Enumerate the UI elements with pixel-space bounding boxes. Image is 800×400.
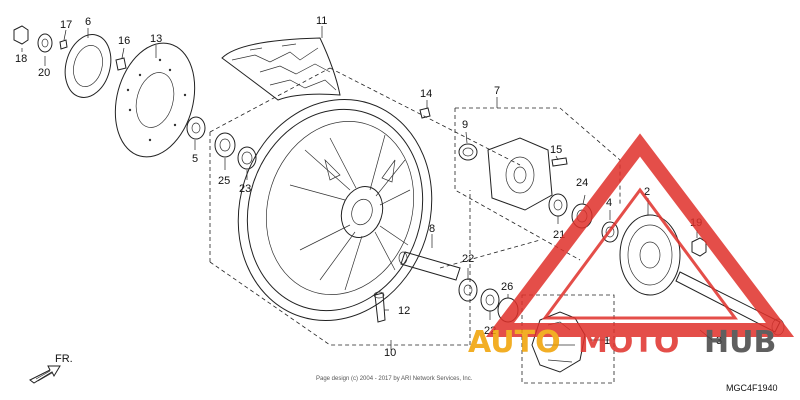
copyright-text: Page design (c) 2004 - 2017 by ARI Netwo…	[316, 376, 473, 382]
valve-12	[373, 291, 386, 323]
tire	[221, 37, 341, 101]
callout-5: 5	[192, 153, 198, 165]
callout-8: 8	[429, 223, 435, 235]
bearing-25	[214, 132, 236, 158]
callout-1: 1	[604, 335, 610, 347]
callout-22-upper: 22	[462, 253, 474, 265]
hub-assembly-boundary	[454, 107, 621, 261]
callout-15: 15	[550, 144, 562, 156]
pulser-ring	[64, 34, 112, 98]
callout-7: 7	[494, 85, 500, 97]
distance-collar-8	[398, 251, 461, 281]
callout-24: 24	[576, 177, 588, 189]
callout-2: 2	[644, 186, 650, 198]
callout-23: 23	[239, 183, 251, 195]
callout-12: 12	[398, 305, 410, 317]
callout-18: 18	[15, 53, 27, 65]
callout-20: 20	[38, 67, 50, 79]
collar-4	[601, 221, 619, 243]
callout-13: 13	[150, 33, 162, 45]
watermark-auto: AUTO	[468, 325, 561, 360]
front-direction-arrow-icon	[29, 365, 61, 384]
automotohub-watermark: AUTO MOTO HUB	[468, 133, 795, 360]
callout-4: 4	[606, 197, 612, 209]
diagram-code: MGC4F1940	[726, 383, 778, 393]
watermark-hub: HUB	[704, 325, 776, 360]
seal-23	[237, 146, 257, 170]
nut-18	[13, 25, 29, 45]
brake-disc	[114, 42, 196, 158]
watermark-moto: MOTO	[578, 325, 679, 360]
leader-lines	[21, 26, 713, 350]
callout-25: 25	[218, 175, 230, 187]
wheel-assembly-boundary	[209, 67, 541, 346]
callout-6: 6	[85, 16, 91, 28]
callout-16: 16	[118, 35, 130, 47]
bolt-16	[115, 57, 127, 71]
callout-26: 26	[501, 281, 513, 293]
bearing-22-upper	[458, 278, 478, 302]
washer-20	[37, 33, 53, 53]
driven-sprocket	[619, 214, 681, 296]
seal-21	[548, 193, 568, 217]
callout-3: 3	[716, 335, 722, 347]
sprocket-flange-7	[487, 137, 553, 211]
callout-14: 14	[420, 88, 432, 100]
callout-10: 10	[384, 347, 396, 359]
callout-17: 17	[60, 19, 72, 31]
callout-11: 11	[316, 15, 327, 27]
stud-15	[551, 157, 568, 167]
collar-5	[186, 116, 206, 140]
rear-wheel	[237, 99, 433, 321]
screw-17	[59, 39, 68, 50]
nut-19	[691, 237, 707, 257]
bolt-14	[419, 107, 431, 119]
damper-box	[521, 294, 615, 384]
bearing-22-lower	[480, 288, 500, 312]
seal-9	[458, 143, 478, 161]
front-direction-label: FR.	[55, 353, 73, 365]
callout-9: 9	[462, 119, 468, 131]
